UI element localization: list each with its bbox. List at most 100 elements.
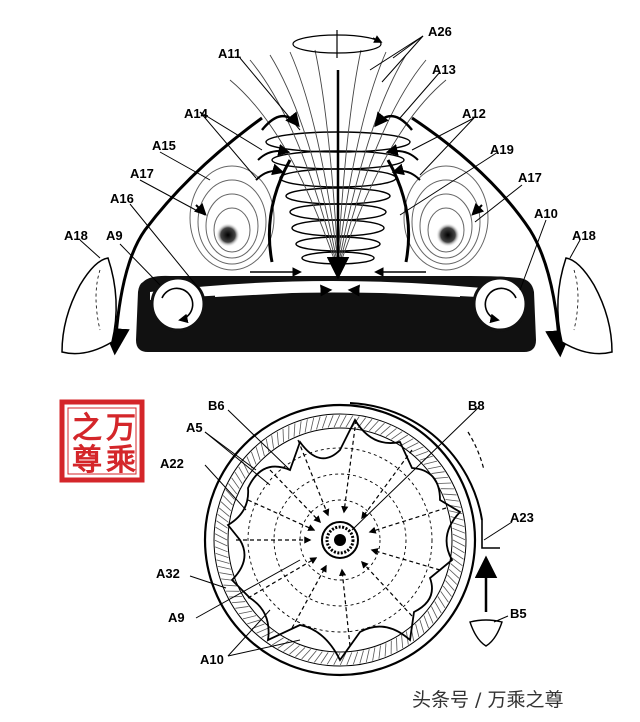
louver-slat xyxy=(316,416,321,430)
louver-slat xyxy=(242,615,257,620)
left-inner-baffle xyxy=(267,159,292,263)
louver-slat xyxy=(320,652,329,664)
label-a23: A23 xyxy=(510,510,534,525)
louver-slat xyxy=(415,623,420,638)
louver-slat xyxy=(339,652,347,666)
louver-slat xyxy=(452,527,465,534)
label-a18-right: A18 xyxy=(572,228,596,243)
louver-slat xyxy=(452,551,464,560)
louver-slat xyxy=(434,601,442,614)
label-a15: A15 xyxy=(152,138,176,153)
louver-slat xyxy=(307,650,317,662)
louver-slat xyxy=(265,438,270,453)
louver-slat xyxy=(327,415,334,428)
louver-slat xyxy=(372,647,376,661)
red-seal-stamp: 万 之 乘 尊 xyxy=(59,399,145,483)
louver-slat xyxy=(261,631,274,638)
louver-slat xyxy=(363,418,373,430)
louver-slat xyxy=(215,552,229,559)
louver-slat xyxy=(442,585,452,597)
right-ring-vortex xyxy=(472,276,528,332)
central-hub xyxy=(321,521,359,559)
right-side-vortex xyxy=(403,165,489,271)
top-leader-lines xyxy=(79,35,581,291)
louver-slat xyxy=(448,568,460,579)
radial-flow-arrows xyxy=(236,419,447,647)
louver-slat xyxy=(220,501,232,512)
louver-slat xyxy=(225,489,235,500)
louver-slat xyxy=(215,546,228,553)
louver-slat xyxy=(313,651,323,663)
louver-slat xyxy=(374,422,385,433)
louver-slat xyxy=(247,619,261,625)
side-view-figure: A26 A11 A13 A14 A12 A15 A19 A17 A17 A16 … xyxy=(61,24,613,358)
louver-slat xyxy=(378,645,381,659)
spiral-vane-outline xyxy=(226,418,462,662)
louver-slat xyxy=(218,507,230,517)
label-a10-top: A10 xyxy=(534,206,558,221)
louver-slat xyxy=(384,643,387,657)
louver-slat xyxy=(310,417,315,431)
louver-slat xyxy=(333,652,341,666)
label-b6: B6 xyxy=(208,398,225,413)
louver-slat xyxy=(215,526,228,535)
louver-slat xyxy=(437,596,446,609)
right-fin xyxy=(557,257,613,355)
louver-slat xyxy=(406,442,419,449)
louver-slat xyxy=(282,428,284,443)
louver-slat xyxy=(251,451,257,465)
outer-flow-left xyxy=(102,116,263,356)
louver-slat xyxy=(396,434,409,443)
label-a10-bottom: A10 xyxy=(200,652,224,667)
louver-slat xyxy=(451,557,463,567)
louver-slat xyxy=(299,421,302,435)
louver-slat xyxy=(304,419,308,433)
label-a5: A5 xyxy=(186,420,203,435)
label-a18-left: A18 xyxy=(64,228,88,243)
top-view-figure: B6 B8 A5 A22 A23 A32 A9 B5 A10 xyxy=(156,398,534,677)
louver-slat xyxy=(352,651,359,665)
louver-slat xyxy=(396,637,398,652)
outer-shroud xyxy=(349,402,483,521)
louver-slat xyxy=(283,642,295,652)
louver-slat xyxy=(423,615,429,629)
louver-slat xyxy=(214,539,228,547)
label-a14: A14 xyxy=(184,106,209,121)
label-a19: A19 xyxy=(490,142,514,157)
louver-slat xyxy=(410,446,424,453)
louver-slat xyxy=(452,533,466,541)
louver-slat xyxy=(345,415,354,428)
label-a13: A13 xyxy=(432,62,456,77)
louver-slat xyxy=(326,652,335,665)
louver-slat xyxy=(216,559,230,564)
label-a12: A12 xyxy=(462,106,486,121)
louver-slat xyxy=(427,465,442,470)
louver-slat xyxy=(451,521,465,528)
louver-slat xyxy=(271,637,284,646)
label-b8: B8 xyxy=(468,398,485,413)
louver-slat xyxy=(301,648,312,660)
label-a9-bottom: A9 xyxy=(168,610,185,625)
louver-slat xyxy=(333,414,341,428)
louver-slat xyxy=(445,580,455,591)
louver-slat xyxy=(391,431,403,440)
label-a11: A11 xyxy=(218,46,241,61)
base-plate xyxy=(136,275,536,352)
louver-slat xyxy=(289,645,300,655)
louver-slat xyxy=(423,460,438,465)
seal-char-4: 尊 xyxy=(72,443,102,478)
louver-slat xyxy=(260,442,265,457)
bottom-leader-lines xyxy=(189,407,513,657)
louver-slat xyxy=(235,606,249,609)
left-fin xyxy=(61,257,117,355)
louver-slat xyxy=(415,451,429,457)
louver-slat xyxy=(440,591,449,603)
louver-slat xyxy=(238,610,253,615)
label-a17-left: A17 xyxy=(130,166,154,181)
louver-slat xyxy=(437,482,452,484)
louver-slat xyxy=(359,650,364,664)
louver-slat xyxy=(228,483,238,495)
louver-slat xyxy=(434,476,449,479)
louver-slat xyxy=(427,610,434,624)
